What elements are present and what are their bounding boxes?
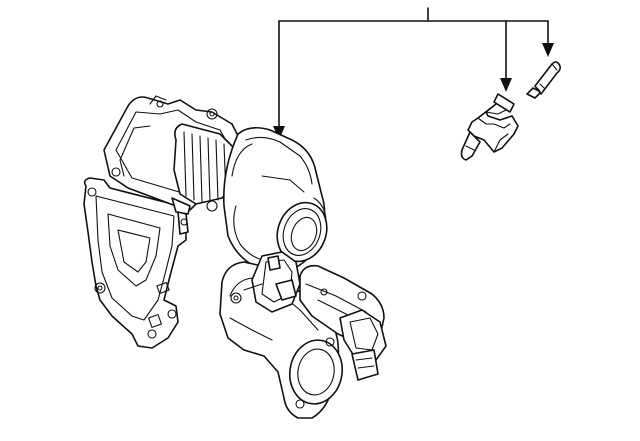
arrow-to-turbocharger [273, 126, 285, 140]
fitting-part [460, 93, 519, 161]
turbocharger-assembly [83, 95, 387, 419]
arrow-to-pin [542, 43, 554, 57]
arrow-to-fitting [500, 78, 512, 92]
callout-leaders [273, 7, 554, 140]
pin-part [526, 61, 561, 99]
